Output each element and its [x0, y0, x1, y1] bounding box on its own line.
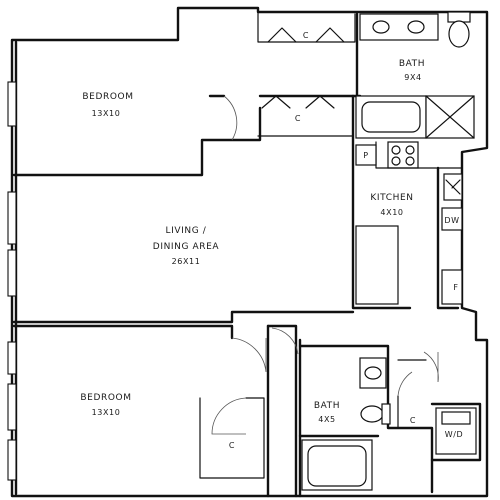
fridge-box [441, 269, 463, 305]
living-size: 26X11 [172, 257, 201, 266]
bifold-doors [261, 27, 345, 109]
kitchen-island [355, 225, 399, 305]
room-labels: BEDROOM 13X10 BATH 9X4 KITCHEN 4X10 LIVI… [80, 59, 425, 424]
bath-top-name: BATH [399, 59, 425, 69]
toilet-top [448, 20, 470, 48]
dishwasher-box [441, 207, 463, 231]
door-swings [211, 95, 439, 435]
kitchen-size: 4X10 [380, 208, 403, 217]
dishwasher-label: DW [444, 216, 459, 225]
kitchen-name: KITCHEN [370, 193, 413, 203]
stove [387, 141, 419, 169]
bedroom-bottom-size: 13X10 [92, 408, 121, 417]
closet-mid-label: C [295, 114, 301, 123]
fixtures [301, 11, 477, 491]
washer-dryer-label: W/D [445, 430, 464, 439]
bath-top-size: 9X4 [404, 73, 421, 82]
sink-right [407, 20, 425, 34]
fixture-labels: C C C C P DW F W/D [229, 31, 463, 450]
fridge-label: F [453, 283, 458, 292]
interior-walls [12, 11, 482, 498]
bedroom-top-size: 13X10 [92, 109, 121, 118]
living-name-line2: DINING AREA [153, 242, 220, 252]
bath-bottom-vanity [359, 357, 387, 389]
bedroom-bottom-name: BEDROOM [80, 393, 131, 403]
living-name-line1: LIVING / [166, 226, 207, 236]
bedroom-top-name: BEDROOM [82, 92, 133, 102]
closet-top-right-label: C [303, 31, 309, 40]
bath-bottom-size: 4X5 [318, 415, 335, 424]
bath-top-vanity [359, 13, 439, 41]
toilet-bottom [360, 405, 384, 423]
bath-bottom-name: BATH [314, 401, 340, 411]
closet-bedroom-bottom-label: C [229, 441, 235, 450]
sink-left [372, 20, 390, 34]
pantry-label: P [363, 151, 368, 160]
closet-bottom-right-label: C [410, 416, 416, 425]
pantry-box [355, 144, 377, 166]
windows [7, 81, 17, 481]
